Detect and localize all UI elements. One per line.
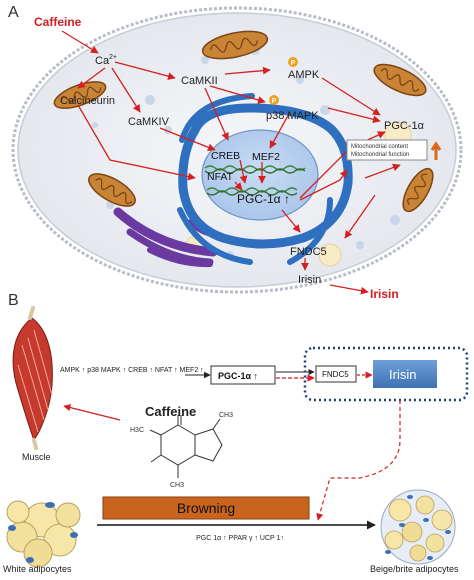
camkii-label: CaMKII <box>181 75 218 87</box>
fndc5-label: FNDC5 <box>290 246 327 258</box>
phospho-icon-ampk: P <box>291 60 296 67</box>
muscle-label: Muscle <box>22 452 51 462</box>
nfat-label: NFAT <box>207 171 234 183</box>
fndc5-box <box>315 365 357 383</box>
mef2-label: MEF2 <box>252 151 280 163</box>
muscle-illustration <box>12 306 53 450</box>
irisin-cell-label: Irisin <box>298 274 321 286</box>
white-adipocytes-cluster <box>6 500 81 568</box>
calcium-label: Ca 2+ <box>95 54 117 67</box>
methyl-label-3: CH3 <box>170 482 184 489</box>
secretion-box <box>303 346 469 402</box>
irisin-secreted-label: Irisin <box>370 287 399 301</box>
phospho-p38: P <box>269 95 279 105</box>
browning-markers: PGC 1α ↑ PPAR γ ↑ UCP 1↑ <box>196 535 284 542</box>
pgc-box <box>210 365 276 385</box>
browning-label: Browning <box>177 500 235 516</box>
mito-function-text: Mitochondrial function <box>351 152 409 158</box>
mitochondria <box>53 30 434 213</box>
caffeine-molecule-title: Caffeine <box>145 404 196 419</box>
caffeine-structure <box>149 415 223 478</box>
fndc5-box-label: FNDC5 <box>322 370 349 379</box>
phospho-ampk: P <box>288 57 298 67</box>
mito-content-text: Mitochondrial content <box>351 144 408 150</box>
pgc-cyto-label: PGC-1α <box>384 120 425 132</box>
caffeine-to-muscle-arrow <box>63 404 121 421</box>
calcineurin-label: Calcineurin <box>60 95 115 107</box>
pgc-box-label: PGC-1α ↑ <box>218 371 258 381</box>
pathway-text: AMPK ↑ p38 MAPK ↑ CREB ↑ NFAT ↑ MEF2 ↑ <box>60 367 204 374</box>
ampk-label: AMPK <box>288 69 320 81</box>
white-adipocytes-label: White adipocytes <box>3 564 72 574</box>
irisin-to-beige-arrow <box>316 400 401 521</box>
creb-label: CREB <box>211 150 240 162</box>
irisin-box <box>373 360 437 388</box>
p38-mapk-label: p38 MAPK <box>266 110 319 122</box>
panel-b-letter: B <box>8 292 19 309</box>
methyl-label-2: CH3 <box>219 412 233 419</box>
browning-bar <box>102 496 310 520</box>
nucleus <box>177 93 353 265</box>
beige-adipocytes-label: Beige/brite adipocytes <box>370 564 459 574</box>
calcium-text: Ca <box>95 55 110 67</box>
pgc-to-fndc5-arrows <box>276 369 315 382</box>
methyl-label-1: H3C <box>130 427 144 434</box>
chromatin <box>204 165 306 196</box>
pgc-nucleus-label: PGC-1α ↑ <box>237 192 290 206</box>
irisin-box-label: Irisin <box>389 367 416 382</box>
caffeine-label: Caffeine <box>34 15 82 29</box>
phospho-icon-p38: P <box>272 98 277 105</box>
mito-function-box: Mitochondrial content Mitochondrial func… <box>346 139 442 161</box>
panel-a-letter: A <box>8 4 19 21</box>
camkiv-label: CaMKIV <box>128 116 170 128</box>
beige-adipocytes-cluster <box>380 489 456 565</box>
calcium-superscript: 2+ <box>109 54 117 61</box>
